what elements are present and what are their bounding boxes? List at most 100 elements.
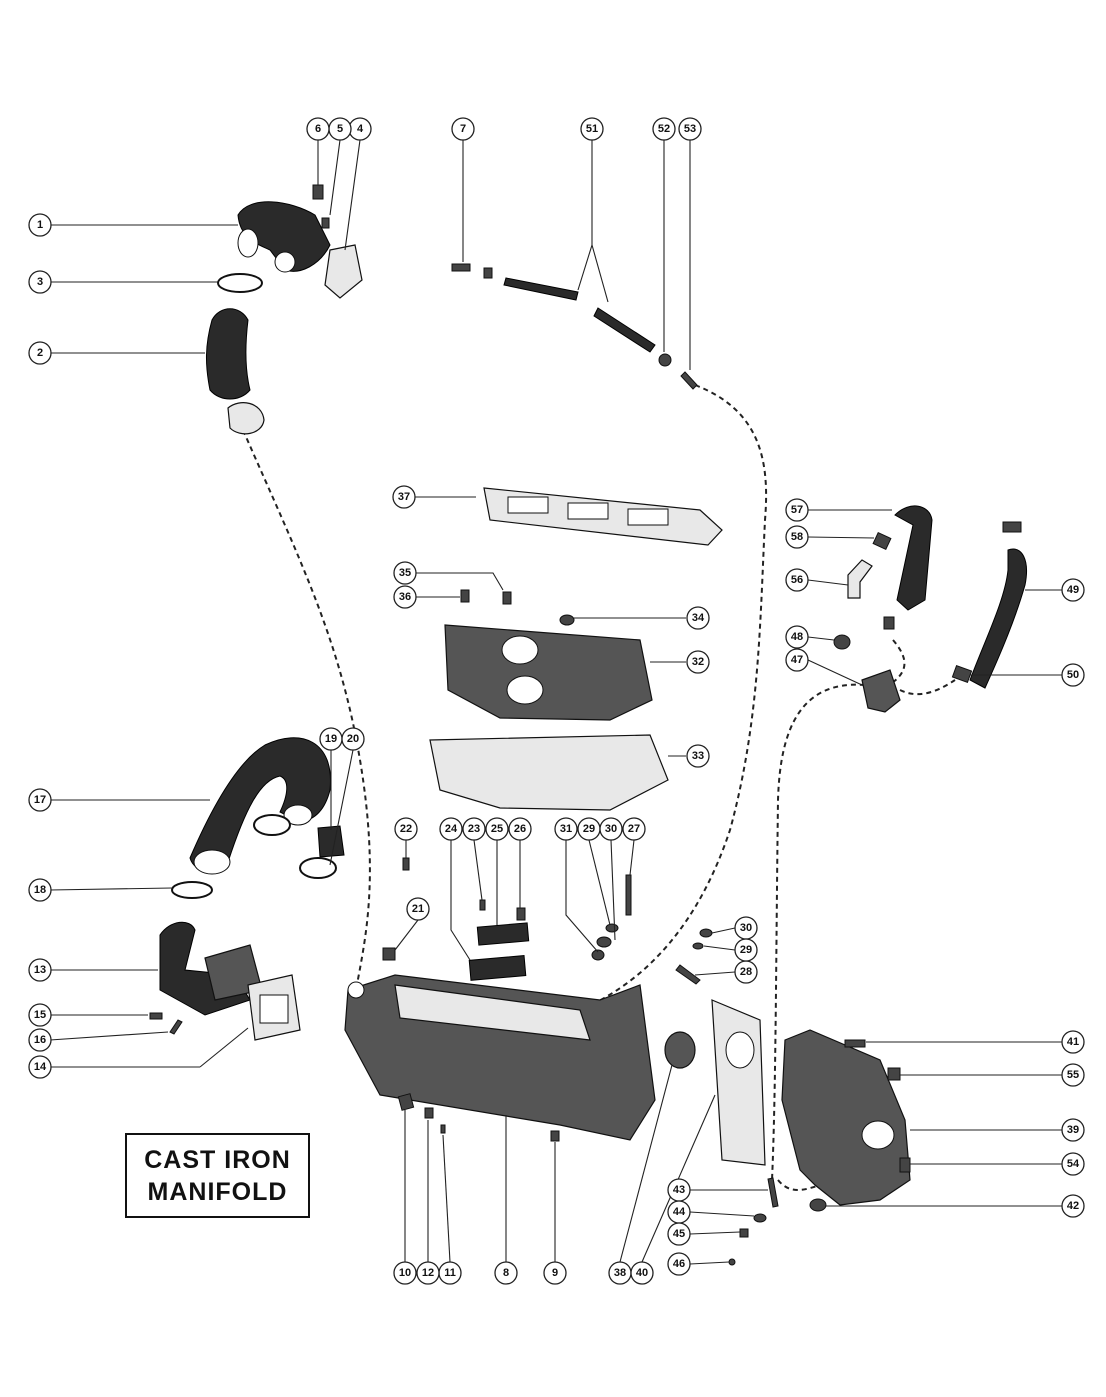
part-pin-46 xyxy=(728,1258,736,1266)
callout-15: 15 xyxy=(28,1003,52,1027)
callout-9: 9 xyxy=(543,1261,567,1285)
callout-label: 41 xyxy=(1067,1036,1079,1048)
part-nut-31 xyxy=(591,949,605,961)
callout-40: 40 xyxy=(630,1261,654,1285)
part-coupling-19 xyxy=(317,825,345,858)
callout-48: 48 xyxy=(785,625,809,649)
callout-label: 8 xyxy=(503,1267,509,1279)
callout-label: 6 xyxy=(315,123,321,135)
callout-label: 13 xyxy=(34,964,46,976)
part-nut-42 xyxy=(809,1198,827,1212)
callout-24: 24 xyxy=(439,817,463,841)
leader-lines xyxy=(49,139,1062,1265)
callout-57: 57 xyxy=(785,498,809,522)
callout-label: 20 xyxy=(347,733,359,745)
part-nut-45 xyxy=(739,1228,749,1238)
part-gasket-33 xyxy=(429,734,669,811)
callout-label: 12 xyxy=(422,1267,434,1279)
callout-41: 41 xyxy=(1061,1030,1085,1054)
part-screw-15 xyxy=(149,1012,163,1020)
part-screw-5 xyxy=(321,217,330,229)
callout-28: 28 xyxy=(734,960,758,984)
part-screw-36 xyxy=(460,589,470,603)
callout-label: 37 xyxy=(398,491,410,503)
callout-6: 6 xyxy=(306,117,330,141)
callout-14: 14 xyxy=(28,1055,52,1079)
callout-19: 19 xyxy=(319,727,343,751)
callout-label: 2 xyxy=(37,347,43,359)
callout-label: 40 xyxy=(636,1267,648,1279)
callout-label: 18 xyxy=(34,884,46,896)
callout-label: 57 xyxy=(791,504,803,516)
callout-51: 51 xyxy=(580,117,604,141)
part-clamp-20 xyxy=(299,857,337,879)
callout-55: 55 xyxy=(1061,1063,1085,1087)
callout-8: 8 xyxy=(494,1261,518,1285)
part-fitting-53 xyxy=(680,371,698,390)
callout-label: 27 xyxy=(628,823,640,835)
part-clamp-18 xyxy=(171,881,213,899)
callout-44: 44 xyxy=(667,1200,691,1224)
callout-label: 4 xyxy=(357,123,364,135)
callout-label: 51 xyxy=(586,123,598,135)
part-elbow-56 xyxy=(847,559,873,599)
callout-label: 32 xyxy=(692,656,704,668)
callout-label: 15 xyxy=(34,1009,46,1021)
part-hose-57 xyxy=(894,505,933,611)
part-cover-32 xyxy=(444,624,653,721)
callout-label: 28 xyxy=(740,966,752,978)
callout-13: 13 xyxy=(28,958,52,982)
part-screw-6 xyxy=(312,184,324,200)
callout-27: 27 xyxy=(622,817,646,841)
part-gasket-4 xyxy=(324,244,363,299)
callout-label: 11 xyxy=(444,1267,456,1279)
callout-20: 20 xyxy=(341,727,365,751)
callout-4: 4 xyxy=(348,117,372,141)
callout-29b: 29 xyxy=(734,938,758,962)
callout-3: 3 xyxy=(28,270,52,294)
callout-label: 50 xyxy=(1067,669,1079,681)
callout-49: 49 xyxy=(1061,578,1085,602)
callout-label: 25 xyxy=(491,823,503,835)
callout-label: 48 xyxy=(791,631,803,643)
callout-label: 21 xyxy=(412,903,424,915)
part-fitting-7 xyxy=(451,263,471,272)
callout-label: 58 xyxy=(791,531,803,543)
callout-38: 38 xyxy=(608,1261,632,1285)
callout-label: 46 xyxy=(673,1258,685,1270)
part-washer-30 xyxy=(596,936,612,948)
part-fitting-52 xyxy=(658,353,672,367)
callout-54: 54 xyxy=(1061,1152,1085,1176)
callout-label: 31 xyxy=(560,823,572,835)
callout-16: 16 xyxy=(28,1028,52,1052)
part-fitting-58 xyxy=(872,531,892,551)
callout-45: 45 xyxy=(667,1222,691,1246)
callout-label: 7 xyxy=(460,123,466,135)
part-stud-27 xyxy=(625,874,632,916)
callout-18: 18 xyxy=(28,878,52,902)
callout-label: 17 xyxy=(34,794,46,806)
part-screw-23 xyxy=(479,899,486,911)
callout-47: 47 xyxy=(785,648,809,672)
part-fitting-50 xyxy=(951,664,973,684)
part-fitting-12 xyxy=(424,1107,434,1119)
callout-37: 37 xyxy=(392,485,416,509)
callout-35: 35 xyxy=(393,561,417,585)
part-plug-48 xyxy=(833,634,851,650)
part-stud-43 xyxy=(767,1177,779,1208)
callout-39: 39 xyxy=(1061,1118,1085,1142)
part-plug-54 xyxy=(899,1157,911,1173)
callout-label: 1 xyxy=(37,219,43,231)
callout-25: 25 xyxy=(485,817,509,841)
callout-53: 53 xyxy=(678,117,702,141)
diagram-title-line1: CAST IRON xyxy=(144,1145,291,1174)
callout-label: 26 xyxy=(514,823,526,835)
callout-42: 42 xyxy=(1061,1194,1085,1218)
callout-label: 53 xyxy=(684,123,696,135)
diagram-title-box: CAST IRON MANIFOLD xyxy=(125,1133,310,1218)
part-washer-44 xyxy=(753,1213,767,1223)
callout-label: 10 xyxy=(399,1267,411,1279)
part-clamp-3 xyxy=(217,273,263,293)
callout-17: 17 xyxy=(28,788,52,812)
part-bolt-41 xyxy=(844,1039,866,1048)
